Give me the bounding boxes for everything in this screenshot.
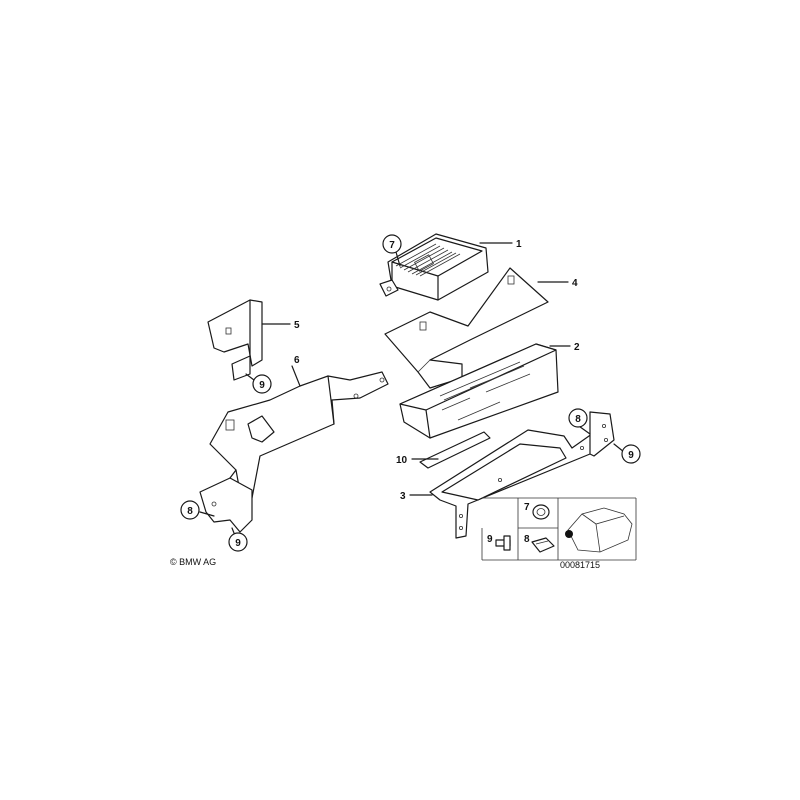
part-2-housing bbox=[399, 343, 559, 439]
label-6: 6 bbox=[294, 355, 300, 366]
label-2: 2 bbox=[574, 342, 580, 353]
part-4-bracket-plate bbox=[384, 267, 549, 389]
legend-box bbox=[481, 497, 637, 561]
location-marker-icon bbox=[565, 530, 573, 538]
copyright-text: © BMW AG bbox=[170, 557, 216, 567]
callout-9-right: 9 bbox=[621, 444, 641, 464]
callout-8-right: 8 bbox=[568, 408, 588, 428]
part-5-small-bracket bbox=[207, 299, 263, 381]
label-5: 5 bbox=[294, 320, 300, 331]
part-1-control-unit bbox=[379, 233, 489, 301]
label-4: 4 bbox=[572, 278, 578, 289]
label-10: 10 bbox=[396, 455, 408, 466]
callout-9-left-lower: 9 bbox=[228, 532, 248, 552]
part-6-large-bracket bbox=[199, 371, 389, 533]
callout-8-left: 8 bbox=[180, 500, 200, 520]
callout-7-top: 7 bbox=[382, 234, 402, 254]
callout-9-right-text: 9 bbox=[628, 450, 634, 461]
callout-7-top-text: 7 bbox=[389, 240, 395, 251]
legend-label-7: 7 bbox=[524, 502, 530, 513]
part-3-tray-bracket bbox=[429, 411, 615, 539]
callout-8-left-text: 8 bbox=[187, 506, 193, 517]
legend-label-8: 8 bbox=[524, 534, 530, 545]
callout-8-right-text: 8 bbox=[575, 414, 581, 425]
label-1: 1 bbox=[516, 239, 522, 250]
label-3: 3 bbox=[400, 491, 406, 502]
callout-9-left-upper: 9 bbox=[252, 374, 272, 394]
legend-clip-nut bbox=[531, 537, 555, 553]
leader-lines bbox=[199, 242, 625, 539]
callout-9-left-upper-text: 9 bbox=[259, 380, 265, 391]
legend-car-silhouette bbox=[565, 507, 633, 553]
legend-label-9: 9 bbox=[487, 534, 493, 545]
callout-9-left-lower-text: 9 bbox=[235, 538, 241, 549]
legend-bolt bbox=[495, 535, 511, 551]
diagram-number: 00081715 bbox=[560, 560, 600, 570]
legend-grommet bbox=[532, 504, 550, 520]
